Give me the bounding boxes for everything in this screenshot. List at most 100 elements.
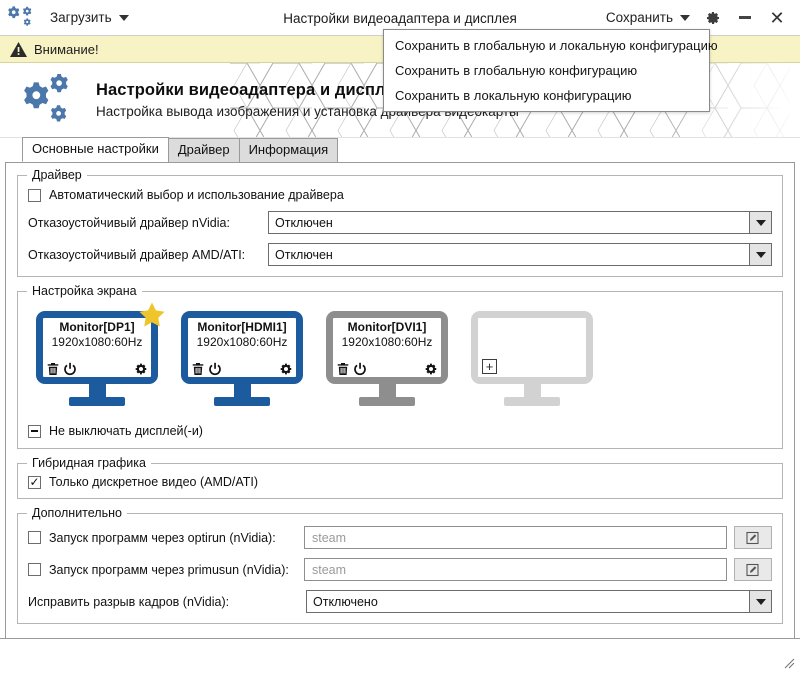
tearfree-value: Отключено — [313, 594, 378, 609]
monitor-list: Monitor[DP1] 1920x1080:60Hz — [28, 302, 772, 408]
tab-main-settings[interactable]: Основные настройки — [22, 137, 169, 162]
monitor-actions — [336, 362, 438, 376]
warning-text: Внимание! — [34, 41, 99, 57]
keep-displays-on-row[interactable]: Не выключать дисплей(-и) — [28, 424, 772, 438]
monitor-screen: + — [478, 318, 586, 377]
close-button[interactable]: ✕ — [762, 4, 792, 32]
power-icon[interactable] — [208, 362, 222, 376]
menu-item-save-global-local[interactable]: Сохранить в глобальную и локальную конфи… — [395, 38, 718, 53]
extra-group-legend: Дополнительно — [27, 506, 127, 520]
amd-driver-dropdown-arrow[interactable] — [749, 244, 771, 265]
menu-item-save-global[interactable]: Сохранить в глобальную конфигурацию — [395, 63, 638, 78]
optirun-edit-button[interactable] — [734, 526, 772, 549]
tab-driver[interactable]: Драйвер — [167, 138, 240, 162]
monitor-resolution: 1920x1080:60Hz — [51, 335, 143, 349]
primusrun-input[interactable]: steam — [304, 558, 727, 581]
save-dropdown-menu[interactable]: Сохранить в глобальную и локальную конфи… — [383, 29, 718, 112]
nvidia-driver-value: Отключен — [275, 215, 333, 230]
edit-icon — [746, 531, 759, 544]
screen-setup-legend: Настройка экрана — [27, 284, 142, 298]
plus-icon[interactable]: + — [482, 359, 497, 374]
monitor-actions — [191, 362, 293, 376]
monitor-card-dvi1[interactable]: Monitor[DVI1] 1920x1080:60Hz — [326, 311, 448, 406]
amd-driver-label: Отказоустойчивый драйвер AMD/ATI: — [28, 247, 246, 262]
settings-button[interactable] — [698, 4, 728, 32]
hybrid-graphics-legend: Гибридная графика — [27, 456, 151, 470]
monitor-card-add-new[interactable]: + — [471, 311, 593, 406]
monitor-resolution: 1920x1080:60Hz — [341, 335, 433, 349]
primusrun-edit-button[interactable] — [734, 558, 772, 581]
header-title: Настройки видеоадаптера и дисплея — [96, 81, 405, 99]
gear-icon[interactable] — [279, 362, 293, 376]
load-menu-button[interactable]: Загрузить — [44, 7, 135, 28]
extra-group: Дополнительно Запуск программ через opti… — [17, 506, 783, 624]
checkmark-icon: ✓ — [29, 474, 40, 489]
optirun-input[interactable]: steam — [304, 526, 727, 549]
nvidia-driver-select[interactable]: Отключен — [268, 211, 772, 234]
gear-icon — [707, 11, 719, 24]
monitor-base — [69, 397, 125, 406]
monitor-screen: Monitor[HDMI1] 1920x1080:60Hz — [188, 318, 296, 377]
menu-item-save-local[interactable]: Сохранить в локальную конфигурацию — [395, 88, 632, 103]
primusrun-label: Запуск программ через primusun (nVidia): — [49, 562, 289, 577]
close-icon: ✕ — [769, 7, 785, 28]
primusrun-placeholder: steam — [312, 562, 347, 577]
monitor-frame: Monitor[DP1] 1920x1080:60Hz — [36, 311, 158, 384]
monitor-frame: + — [471, 311, 593, 384]
amd-driver-select[interactable]: Отключен — [268, 243, 772, 266]
auto-driver-row[interactable]: Автоматический выбор и использование дра… — [28, 188, 772, 202]
chevron-down-icon — [755, 598, 766, 605]
chevron-down-icon — [118, 14, 129, 21]
auto-driver-checkbox[interactable] — [28, 188, 41, 202]
chevron-down-icon — [755, 219, 766, 226]
discrete-video-row[interactable]: ✓ Только дискретное видео (AMD/ATI) — [28, 475, 772, 489]
monitor-screen: Monitor[DVI1] 1920x1080:60Hz — [333, 318, 441, 377]
monitor-card-dp1[interactable]: Monitor[DP1] 1920x1080:60Hz — [36, 302, 165, 406]
hybrid-graphics-group: Гибридная графика ✓ Только дискретное ви… — [17, 456, 783, 499]
trash-icon[interactable] — [336, 362, 350, 376]
load-menu-label: Загрузить — [50, 10, 112, 25]
minimize-button[interactable] — [730, 4, 760, 32]
power-icon[interactable] — [353, 362, 367, 376]
monitor-card-hdmi1[interactable]: Monitor[HDMI1] 1920x1080:60Hz — [181, 311, 303, 406]
tearfree-label: Исправить разрыв кадров (nVidia): — [28, 594, 230, 609]
monitor-frame: Monitor[DVI1] 1920x1080:60Hz — [326, 311, 448, 384]
monitor-neck — [88, 384, 106, 397]
tearfree-select[interactable]: Отключено — [306, 590, 772, 613]
app-gears-icon — [8, 5, 38, 31]
resize-grip-icon[interactable] — [781, 655, 795, 669]
tearfree-dropdown-arrow[interactable] — [749, 591, 771, 612]
monitor-neck — [523, 384, 541, 397]
trash-icon[interactable] — [191, 362, 205, 376]
amd-driver-value: Отключен — [275, 247, 333, 262]
optirun-checkbox[interactable] — [28, 531, 41, 544]
settings-panel: Драйвер Автоматический выбор и использов… — [5, 162, 795, 647]
gear-icon[interactable] — [134, 362, 148, 376]
keep-displays-on-label: Не выключать дисплей(-и) — [49, 424, 203, 438]
amd-driver-row: Отказоустойчивый драйвер AMD/ATI: Отключ… — [28, 243, 772, 266]
screen-setup-group: Настройка экрана Monitor[DP1] 1920x1080:… — [17, 284, 783, 449]
monitor-base — [214, 397, 270, 406]
warning-triangle-icon — [10, 41, 27, 57]
gear-icon[interactable] — [424, 362, 438, 376]
monitor-name: Monitor[DP1] — [59, 320, 135, 334]
discrete-video-checkbox[interactable]: ✓ — [28, 474, 41, 489]
save-menu-label: Сохранить — [605, 10, 673, 25]
primary-star-icon — [139, 302, 165, 327]
save-menu-button[interactable]: Сохранить — [600, 7, 696, 28]
primusrun-checkbox[interactable] — [28, 563, 41, 576]
tab-information[interactable]: Информация — [238, 138, 339, 162]
chevron-down-icon — [755, 251, 766, 258]
trash-icon[interactable] — [46, 362, 60, 376]
nvidia-driver-dropdown-arrow[interactable] — [749, 212, 771, 233]
monitor-neck — [378, 384, 396, 397]
optirun-placeholder: steam — [312, 530, 347, 545]
driver-group-legend: Драйвер — [27, 168, 87, 182]
monitor-actions — [46, 362, 148, 376]
optirun-label: Запуск программ через optirun (nVidia): — [49, 530, 276, 545]
power-icon[interactable] — [63, 362, 77, 376]
auto-driver-label: Автоматический выбор и использование дра… — [49, 188, 344, 202]
monitor-neck — [233, 384, 251, 397]
monitor-screen: Monitor[DP1] 1920x1080:60Hz — [43, 318, 151, 377]
keep-displays-on-checkbox[interactable] — [28, 424, 41, 438]
